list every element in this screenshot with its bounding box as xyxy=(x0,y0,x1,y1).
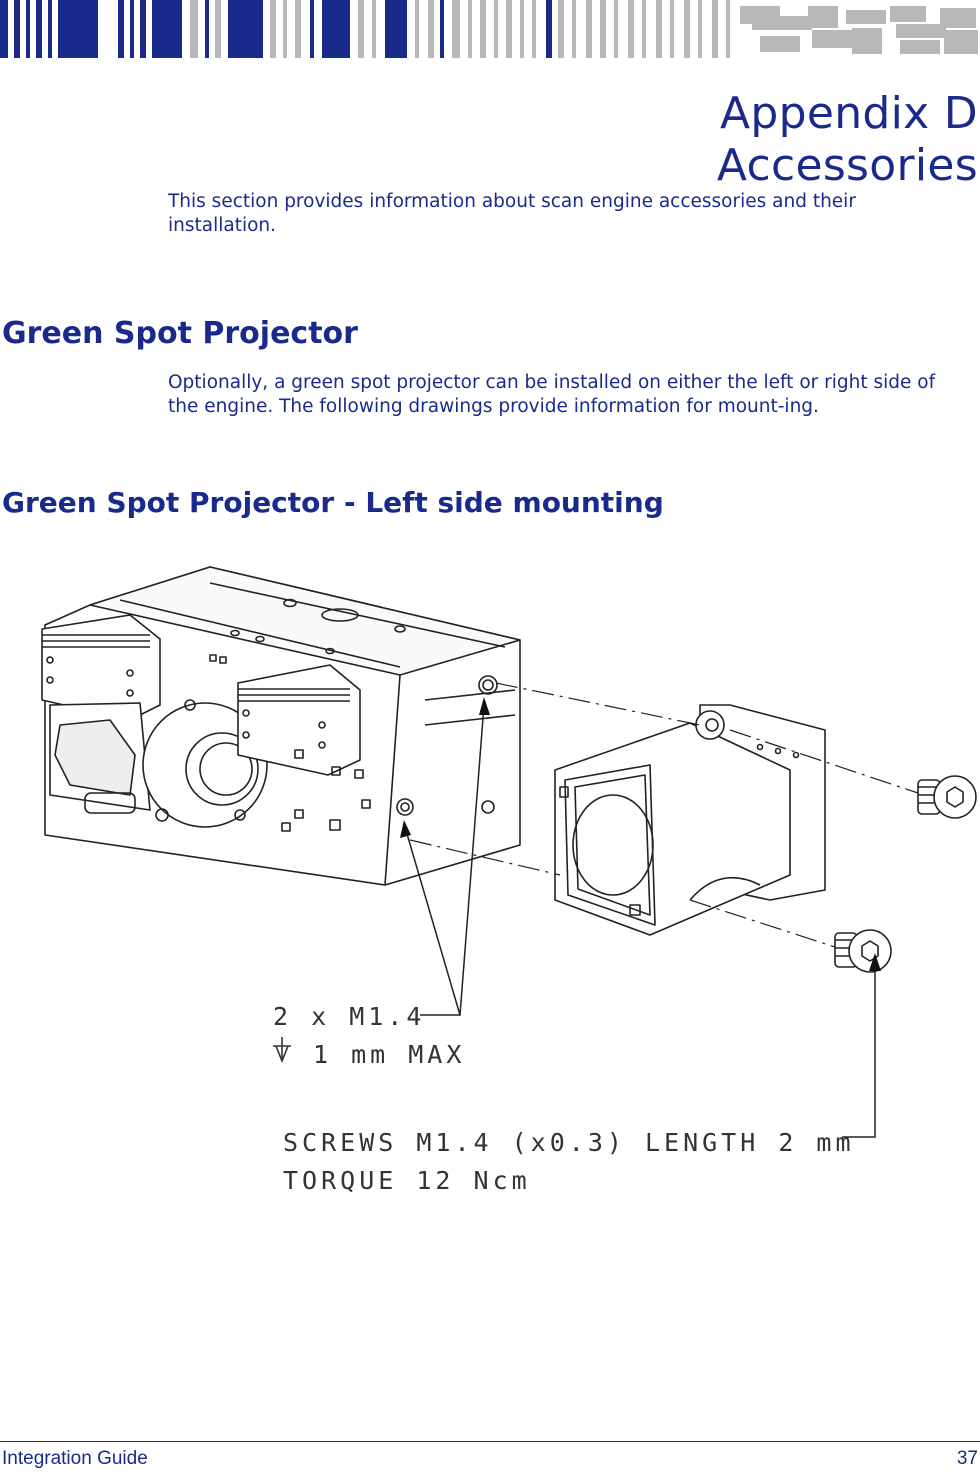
barcode-bar xyxy=(440,0,444,58)
barcode-header-band xyxy=(0,0,980,58)
barcode-bar xyxy=(586,0,592,58)
barcode-block xyxy=(808,6,838,28)
callout-screw-spec: SCREWS M1.4 (x0.3) LENGTH 2 mm xyxy=(283,1128,855,1157)
barcode-bar xyxy=(130,0,134,58)
barcode-bar xyxy=(506,0,512,58)
barcode-block xyxy=(760,36,800,52)
barcode-bar xyxy=(698,0,702,58)
barcode-bar xyxy=(546,0,552,58)
barcode-bar xyxy=(295,0,301,58)
barcode-bar xyxy=(215,0,221,58)
barcode-block xyxy=(852,28,882,54)
barcode-bar xyxy=(118,0,124,58)
screw-lower xyxy=(834,929,892,973)
barcode-bar xyxy=(656,0,662,58)
barcode-block xyxy=(846,10,886,24)
barcode-block xyxy=(890,6,926,22)
chapter-title: Appendix D Accessories xyxy=(717,88,978,192)
barcode-bar xyxy=(628,0,634,58)
barcode-bar xyxy=(468,0,472,58)
barcode-bar xyxy=(190,0,198,58)
barcode-bar xyxy=(283,0,287,58)
barcode-block xyxy=(812,30,862,48)
barcode-bar xyxy=(310,0,314,58)
barcode-block xyxy=(944,30,978,54)
chapter-title-line2: Accessories xyxy=(716,140,978,191)
barcode-bar xyxy=(415,0,419,58)
barcode-bar xyxy=(0,0,8,58)
barcode-bar xyxy=(372,0,376,58)
barcode-bar xyxy=(140,0,146,58)
green-spot-projector xyxy=(554,704,826,936)
barcode-bar xyxy=(558,0,564,58)
barcode-bar xyxy=(48,0,52,58)
callout-depth: 1 mm MAX xyxy=(313,1040,465,1069)
barcode-bar xyxy=(684,0,690,58)
barcode-block xyxy=(940,8,976,28)
barcode-bar xyxy=(228,0,263,58)
footer-guide-title: Integration Guide xyxy=(2,1448,148,1469)
barcode-block xyxy=(752,16,812,30)
section-paragraph: Optionally, a green spot projector can b… xyxy=(168,372,936,417)
barcode-bar xyxy=(428,0,434,58)
barcode-bar xyxy=(322,0,350,58)
barcode-bar xyxy=(26,0,30,58)
footer-rule xyxy=(0,1441,980,1442)
barcode-bar xyxy=(358,0,364,58)
barcode-bar xyxy=(452,0,460,58)
barcode-bar xyxy=(726,0,730,58)
barcode-bar xyxy=(480,0,486,58)
barcode-bar xyxy=(14,0,20,58)
barcode-bar xyxy=(270,0,276,58)
barcode-bar xyxy=(205,0,209,58)
screw-upper xyxy=(917,775,977,819)
barcode-bar xyxy=(532,0,536,58)
intro-paragraph: This section provides information about … xyxy=(168,191,856,236)
barcode-bar xyxy=(36,0,42,58)
callout-screw-count: 2 x M1.4 xyxy=(273,1002,425,1031)
barcode-bar xyxy=(600,0,606,58)
page-number: 37 xyxy=(956,1448,978,1469)
barcode-bar xyxy=(152,0,182,58)
scan-engine-body xyxy=(41,566,521,886)
barcode-block xyxy=(896,24,946,38)
barcode-bar xyxy=(385,0,407,58)
barcode-bar xyxy=(572,0,576,58)
barcode-bar xyxy=(670,0,674,58)
barcode-bar xyxy=(520,0,524,58)
section-heading: Green Spot Projector xyxy=(2,316,358,351)
barcode-block xyxy=(900,40,940,54)
barcode-bar xyxy=(712,0,718,58)
chapter-title-line1: Appendix D xyxy=(720,88,978,139)
barcode-bar xyxy=(614,0,618,58)
barcode-bar xyxy=(58,0,98,58)
subsection-heading: Green Spot Projector - Left side mountin… xyxy=(2,486,664,519)
barcode-bar xyxy=(642,0,646,58)
callout-torque: TORQUE 12 Ncm xyxy=(283,1166,531,1195)
barcode-bar xyxy=(494,0,498,58)
mounting-drawing: 2 x M1.4 1 mm MAX SCREWS M1.4 (x0.3) LEN… xyxy=(41,566,977,1195)
